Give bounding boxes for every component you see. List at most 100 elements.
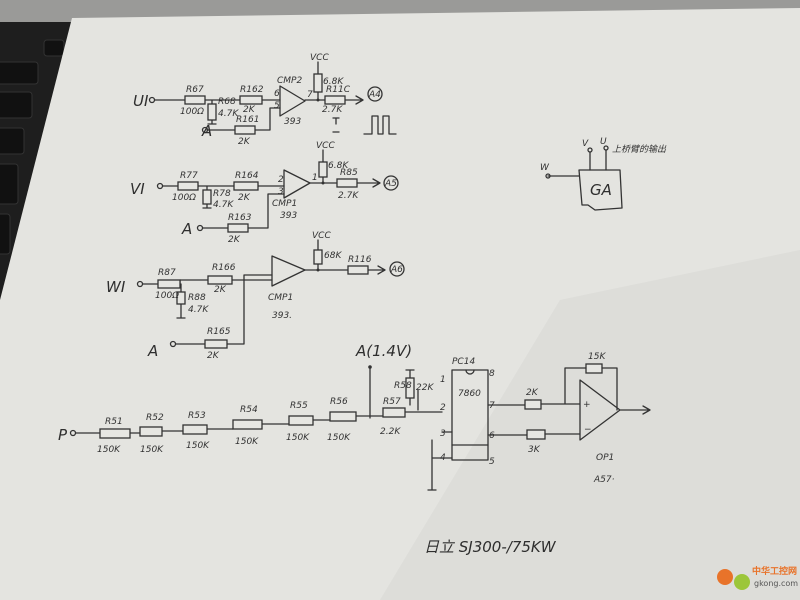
output-marker-a5 <box>383 175 399 191</box>
schematic-label: 100Ω <box>155 291 179 301</box>
output-marker-a4 <box>367 86 383 102</box>
schematic-label: 393 <box>280 211 297 221</box>
schematic-label: 4.7K <box>218 109 239 119</box>
output-marker-a6 <box>389 261 405 277</box>
schematic-label: R161 <box>236 115 259 125</box>
schematic-label: R116 <box>348 255 372 265</box>
schematic-label: 7860 <box>458 389 481 399</box>
schematic-label: 150K <box>286 433 310 443</box>
schematic-label: 3 <box>278 187 284 197</box>
schematic-label: 3 <box>440 429 446 439</box>
schematic-label: R53 <box>188 411 206 421</box>
ground-symbol <box>332 117 340 133</box>
schematic-label: R11C <box>326 85 351 95</box>
resistor-r67 <box>184 95 206 105</box>
schematic-label: 6.8K <box>323 77 344 87</box>
schematic-label: 7 <box>307 90 313 100</box>
schematic-label: 2K <box>214 285 227 295</box>
schematic-label: R57 <box>383 397 401 407</box>
schematic-label: R58 <box>394 381 412 391</box>
watermark: 中华工控网 gkong.com <box>717 565 798 590</box>
schematic-label: A <box>147 342 158 360</box>
schematic-label: V <box>582 139 589 149</box>
schematic-label: 393. <box>272 311 292 321</box>
schematic-label: − <box>584 425 592 435</box>
schematic-label: 上桥臂的输出 <box>612 144 667 155</box>
schematic-label: VI <box>130 180 145 198</box>
schematic-label: 6.8K <box>328 161 349 171</box>
schematic-label: 4.7K <box>213 200 234 210</box>
schematic-label: 2K <box>243 105 256 115</box>
schematic-label: A4 <box>368 90 381 100</box>
schematic-label: A6 <box>390 265 403 275</box>
schematic-label: 2.7K <box>338 191 359 201</box>
stage-vi: VI R77 100Ω R78 4.7K R164 2K 2 3 1 CMP1 … <box>130 141 399 245</box>
schematic-label: R87 <box>158 268 176 278</box>
ga-module: W V U GA 上桥臂的输出 <box>540 137 667 211</box>
opamp-op1: + − 2K 3K 15K OP1 A57· <box>524 352 651 485</box>
schematic-label: A <box>201 122 212 140</box>
schematic-label: VCC <box>310 53 329 63</box>
resistor-r57 <box>382 407 406 418</box>
schematic-label: PC14 <box>452 357 475 367</box>
comparator-cmp1 <box>283 169 311 199</box>
schematic-label: 1 <box>440 375 446 385</box>
schematic-label: 22K <box>416 383 434 393</box>
resistor-r58 <box>405 377 415 399</box>
optocoupler-pc14: PC14 7860 1 2 3 4 5 6 7 8 <box>417 357 528 491</box>
schematic-label: R56 <box>330 397 348 407</box>
schematic-label: 4 <box>440 453 446 463</box>
schematic-label: 6 <box>274 89 280 99</box>
comparator-cmp2 <box>279 85 306 117</box>
schematic-label: 中华工控网 <box>752 565 797 577</box>
resistor-r55 <box>288 415 314 426</box>
schematic-label: CMP2 <box>277 76 302 86</box>
gear-icon <box>734 574 750 590</box>
stage-ui: UI R67 100Ω R68 4.7K R162 2K CMP2 393 6 … <box>133 53 397 147</box>
schematic-label: GA <box>590 181 612 199</box>
schematic-label: 2.7K <box>322 105 343 115</box>
schematic-label: 8 <box>489 369 495 379</box>
schematic-label: OP1 <box>596 453 614 463</box>
resistor-r51 <box>99 428 131 439</box>
schematic-label: 2K <box>238 193 251 203</box>
schematic-label: CMP1 <box>272 199 297 209</box>
schematic-label: 7 <box>489 401 495 411</box>
schematic-label: gkong.com <box>754 579 798 588</box>
square-wave-sketch <box>363 115 397 135</box>
gear-icon <box>717 569 733 585</box>
schematic-label: R162 <box>240 85 264 95</box>
resistor-r56 <box>329 411 357 422</box>
schematic-label: 5 <box>274 101 280 111</box>
schematic-label: WI <box>106 278 126 296</box>
schematic-label: R165 <box>207 327 231 337</box>
schematic-label: R78 <box>213 189 231 199</box>
schematic-label: 393 <box>284 117 301 127</box>
resistor-pullup <box>313 73 323 93</box>
schematic-label: VCC <box>312 231 331 241</box>
schematic-label: A(1.4V) <box>355 342 412 360</box>
keyboard <box>0 39 65 255</box>
schematic-label: R166 <box>212 263 236 273</box>
schematic-label: 1 <box>312 173 318 183</box>
schematic-label: 2K <box>207 351 220 361</box>
schematic-label: R163 <box>228 213 252 223</box>
schematic-label: 100Ω <box>172 193 196 203</box>
schematic-label: R51 <box>105 417 123 427</box>
resistor-r52 <box>139 426 163 437</box>
schematic-label: R88 <box>188 293 206 303</box>
schematic-label: A5 <box>384 179 397 189</box>
schematic-label: 150K <box>186 441 210 451</box>
schematic-label: 150K <box>235 437 259 447</box>
schematic-label: 6 <box>489 431 495 441</box>
schematic-label: 15K <box>588 352 606 362</box>
resistor-r68 <box>207 103 217 121</box>
schematic-label: 2K <box>526 388 539 398</box>
resistor-r54 <box>232 419 263 430</box>
schematic-label: R67 <box>186 85 204 95</box>
schematic-label: + <box>583 400 591 410</box>
ui-input-label: UI <box>133 92 149 110</box>
schematic-label: 150K <box>140 445 164 455</box>
inverter-model-note: 日立 SJ300-/75KW <box>424 538 557 556</box>
